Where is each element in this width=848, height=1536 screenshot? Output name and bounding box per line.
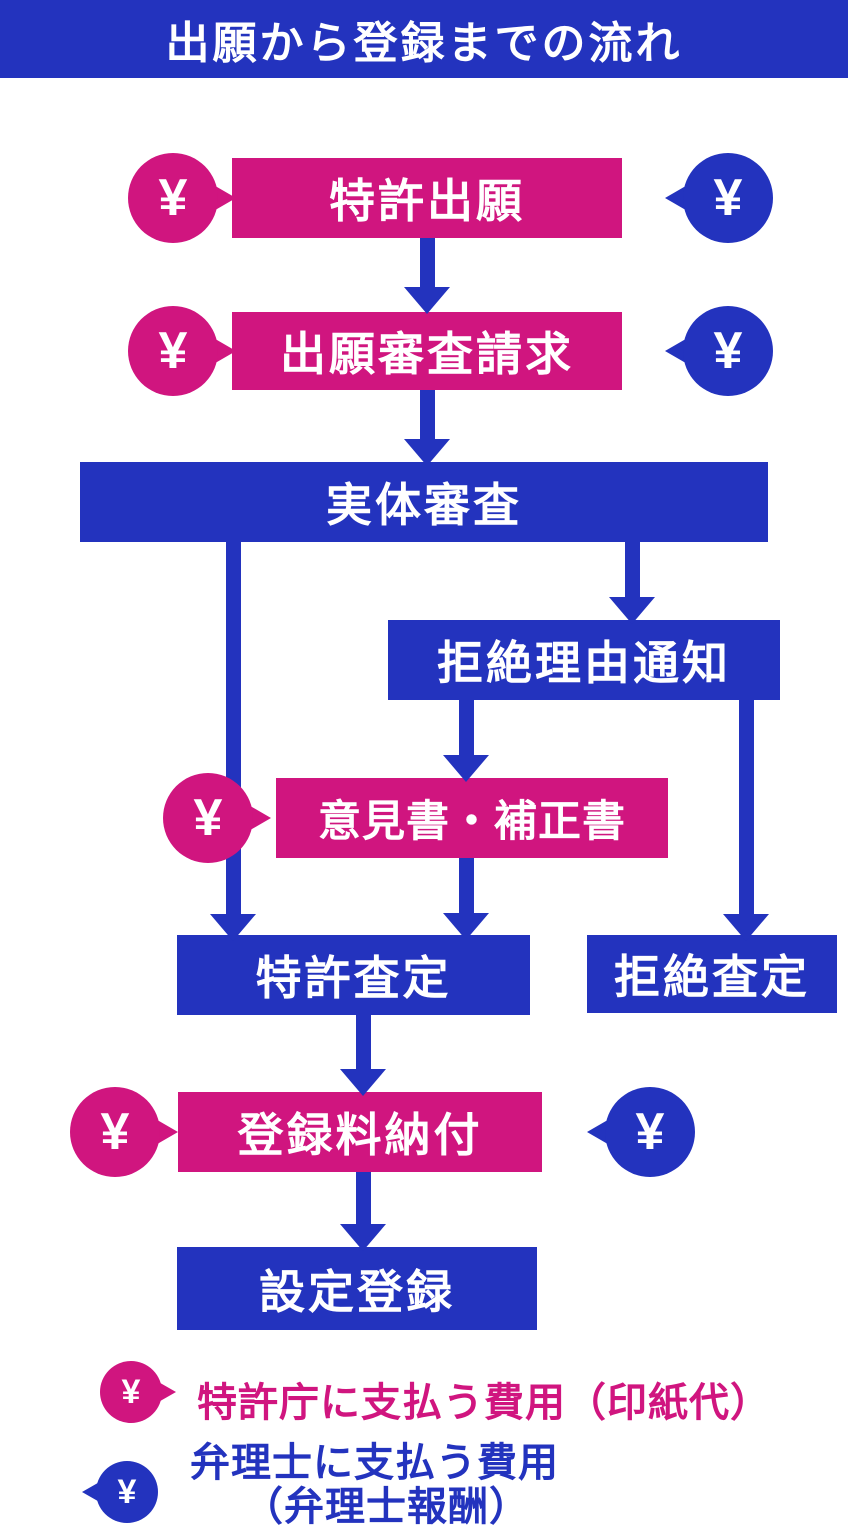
node-label: 拒絶理由通知 xyxy=(437,637,731,689)
node-refusal-notice: 拒絶理由通知 xyxy=(388,620,780,700)
node-label: 特許出願 xyxy=(329,175,525,227)
attorney-fee-icon: ¥ xyxy=(565,1087,695,1177)
jpo-fee-icon: ¥ xyxy=(163,773,293,863)
attorney-fee-icon: ¥ xyxy=(643,153,773,243)
arrow-head-icon xyxy=(404,287,450,314)
node-substantive-examination: 実体審査 xyxy=(80,462,768,542)
yen-symbol: ¥ xyxy=(128,306,218,396)
node-opinion-amendment: 意見書・補正書 xyxy=(276,778,668,858)
arrow-substantive-to-refusal-notice xyxy=(609,542,655,624)
node-label: 実体審査 xyxy=(326,479,522,531)
node-label: 設定登録 xyxy=(259,1265,455,1318)
legend-jpo-fee-icon: ¥ xyxy=(100,1361,192,1423)
yen-symbol: ¥ xyxy=(70,1087,160,1177)
arrow-refusal-notice-to-refusal-decision xyxy=(723,700,769,941)
yen-symbol: ¥ xyxy=(100,1361,162,1423)
legend-attorney-fee-icon: ¥ xyxy=(66,1461,158,1523)
node-patent-decision: 特許査定 xyxy=(177,935,530,1015)
node-label: 特許査定 xyxy=(255,952,452,1004)
legend-jpo-fee-label: 特許庁に支払う費用（印紙代） xyxy=(197,1381,771,1425)
arrow-stem xyxy=(458,700,474,755)
yen-symbol: ¥ xyxy=(683,153,773,243)
arrow-head-icon xyxy=(443,913,489,940)
node-refusal-decision: 拒絶査定 xyxy=(587,935,837,1013)
arrow-head-icon xyxy=(340,1069,386,1096)
arrow-stem xyxy=(355,1172,371,1224)
page-title: 出願から登録までの流れ xyxy=(165,19,683,68)
node-label: 出願審査請求 xyxy=(280,328,574,380)
node-registration-fee-payment: 登録料納付 xyxy=(178,1092,542,1172)
arrow-stem xyxy=(419,238,435,287)
yen-symbol: ¥ xyxy=(163,773,253,863)
arrow-examination-request-to-substantive xyxy=(404,390,450,466)
arrow-application-to-examination-request xyxy=(404,238,450,314)
attorney-fee-icon: ¥ xyxy=(643,306,773,396)
node-examination-request: 出願審査請求 xyxy=(232,312,622,390)
arrow-patent-decision-to-fee-payment xyxy=(340,1015,386,1096)
arrow-stem xyxy=(624,542,640,597)
arrow-stem xyxy=(419,390,435,439)
arrow-head-icon xyxy=(609,597,655,624)
node-label: 拒絶査定 xyxy=(614,951,810,1003)
yen-symbol: ¥ xyxy=(128,153,218,243)
arrow-substantive-to-patent-decision xyxy=(210,542,256,941)
jpo-fee-icon: ¥ xyxy=(128,153,258,243)
jpo-fee-icon: ¥ xyxy=(70,1087,200,1177)
yen-symbol: ¥ xyxy=(605,1087,695,1177)
yen-symbol: ¥ xyxy=(683,306,773,396)
title-bar: 出願から登録までの流れ xyxy=(0,0,848,78)
arrow-opinion-to-patent-decision xyxy=(443,858,489,940)
node-patent-application: 特許出願 xyxy=(232,158,622,238)
legend-attorney-fee-label-line1: 弁理士に支払う費用 xyxy=(190,1441,559,1485)
arrow-stem xyxy=(738,700,754,914)
arrow-head-icon xyxy=(404,439,450,466)
node-label: 登録料納付 xyxy=(237,1109,483,1161)
arrow-stem xyxy=(458,858,474,913)
node-registration: 設定登録 xyxy=(177,1247,537,1330)
arrow-fee-payment-to-registration xyxy=(340,1172,386,1251)
arrow-stem xyxy=(355,1015,371,1069)
arrow-head-icon xyxy=(723,914,769,941)
yen-symbol: ¥ xyxy=(96,1461,158,1523)
arrow-head-icon xyxy=(340,1224,386,1251)
arrow-refusal-notice-to-opinion xyxy=(443,700,489,782)
arrow-head-icon xyxy=(443,755,489,782)
arrow-head-icon xyxy=(210,914,256,941)
legend-attorney-fee-label-line2: （弁理士報酬） xyxy=(243,1485,530,1529)
jpo-fee-icon: ¥ xyxy=(128,306,258,396)
node-label: 意見書・補正書 xyxy=(318,798,626,846)
